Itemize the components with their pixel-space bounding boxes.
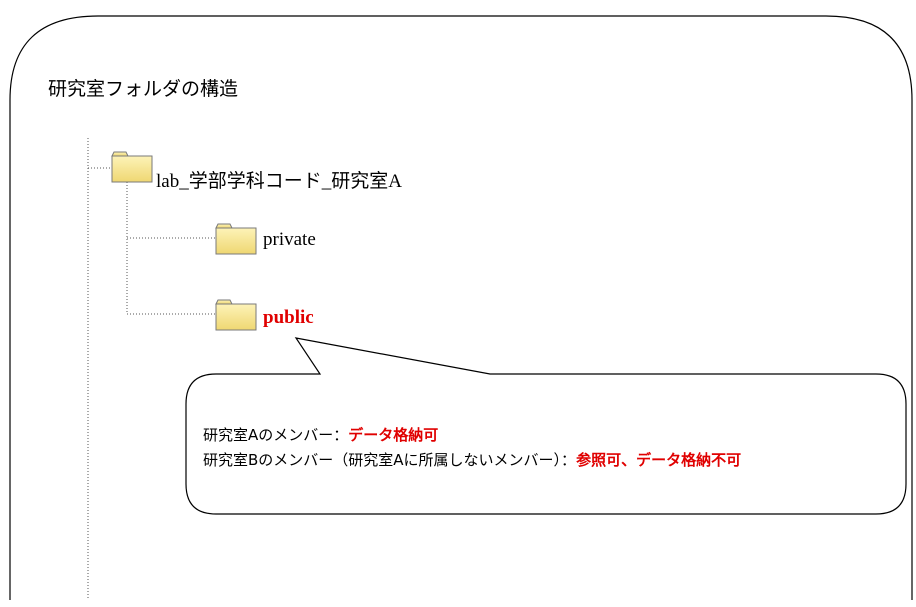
folder-icon (111, 151, 153, 183)
callout-member-b: 研究室Bのメンバー（研究室Aに所属しないメンバー）： (203, 451, 577, 469)
folder-icon (215, 223, 257, 255)
folder-label-public: public (263, 307, 314, 328)
callout-member-a: 研究室Aのメンバー： (203, 426, 349, 444)
diagram-title: 研究室フォルダの構造 (48, 78, 239, 100)
callout-permission-b: 参照可、データ格納不可 (576, 451, 742, 469)
folder-icon (215, 299, 257, 331)
folder-label-private: private (263, 229, 316, 250)
outer-frame (9, 15, 913, 600)
callout-bubble (185, 337, 907, 515)
folder-label-root: lab_学部学科コード_研究室A (156, 171, 402, 192)
tree-connectors (87, 138, 216, 598)
callout-permission-a: データ格納可 (348, 426, 439, 444)
callout-line-lab-a: 研究室Aのメンバー：データ格納可 (203, 424, 438, 445)
callout-line-lab-b: 研究室Bのメンバー（研究室Aに所属しないメンバー）：参照可、データ格納不可 (203, 449, 741, 470)
